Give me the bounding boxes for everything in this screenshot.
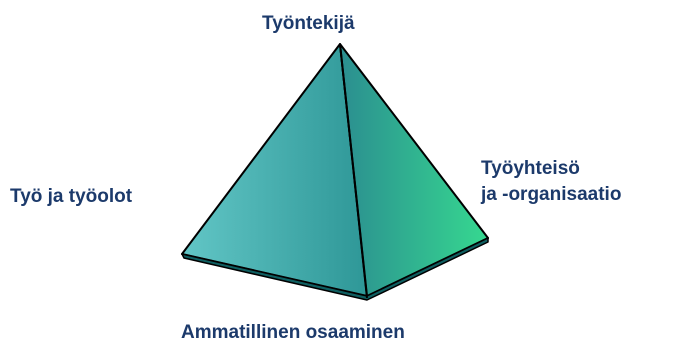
label-top-text: Työntekijä [262, 13, 355, 34]
label-bottom-text: Ammatillinen osaaminen [181, 322, 405, 343]
label-right-line2: ja -organisaatio [481, 184, 622, 205]
label-tyo-ja-tyoolot: Työ ja työolot [10, 184, 132, 210]
pyramid-left-face [181, 43, 368, 297]
label-ammatillinen-osaaminen: Ammatillinen osaaminen [181, 320, 405, 346]
label-tyontekija: Työntekijä [262, 11, 355, 37]
label-left-text: Työ ja työolot [10, 186, 133, 207]
label-tyoyhteiso: Työyhteisö ja -organisaatio [481, 156, 621, 208]
pyramid-front-edge [339, 43, 368, 299]
label-right-line1: Työyhteisö [481, 158, 580, 179]
